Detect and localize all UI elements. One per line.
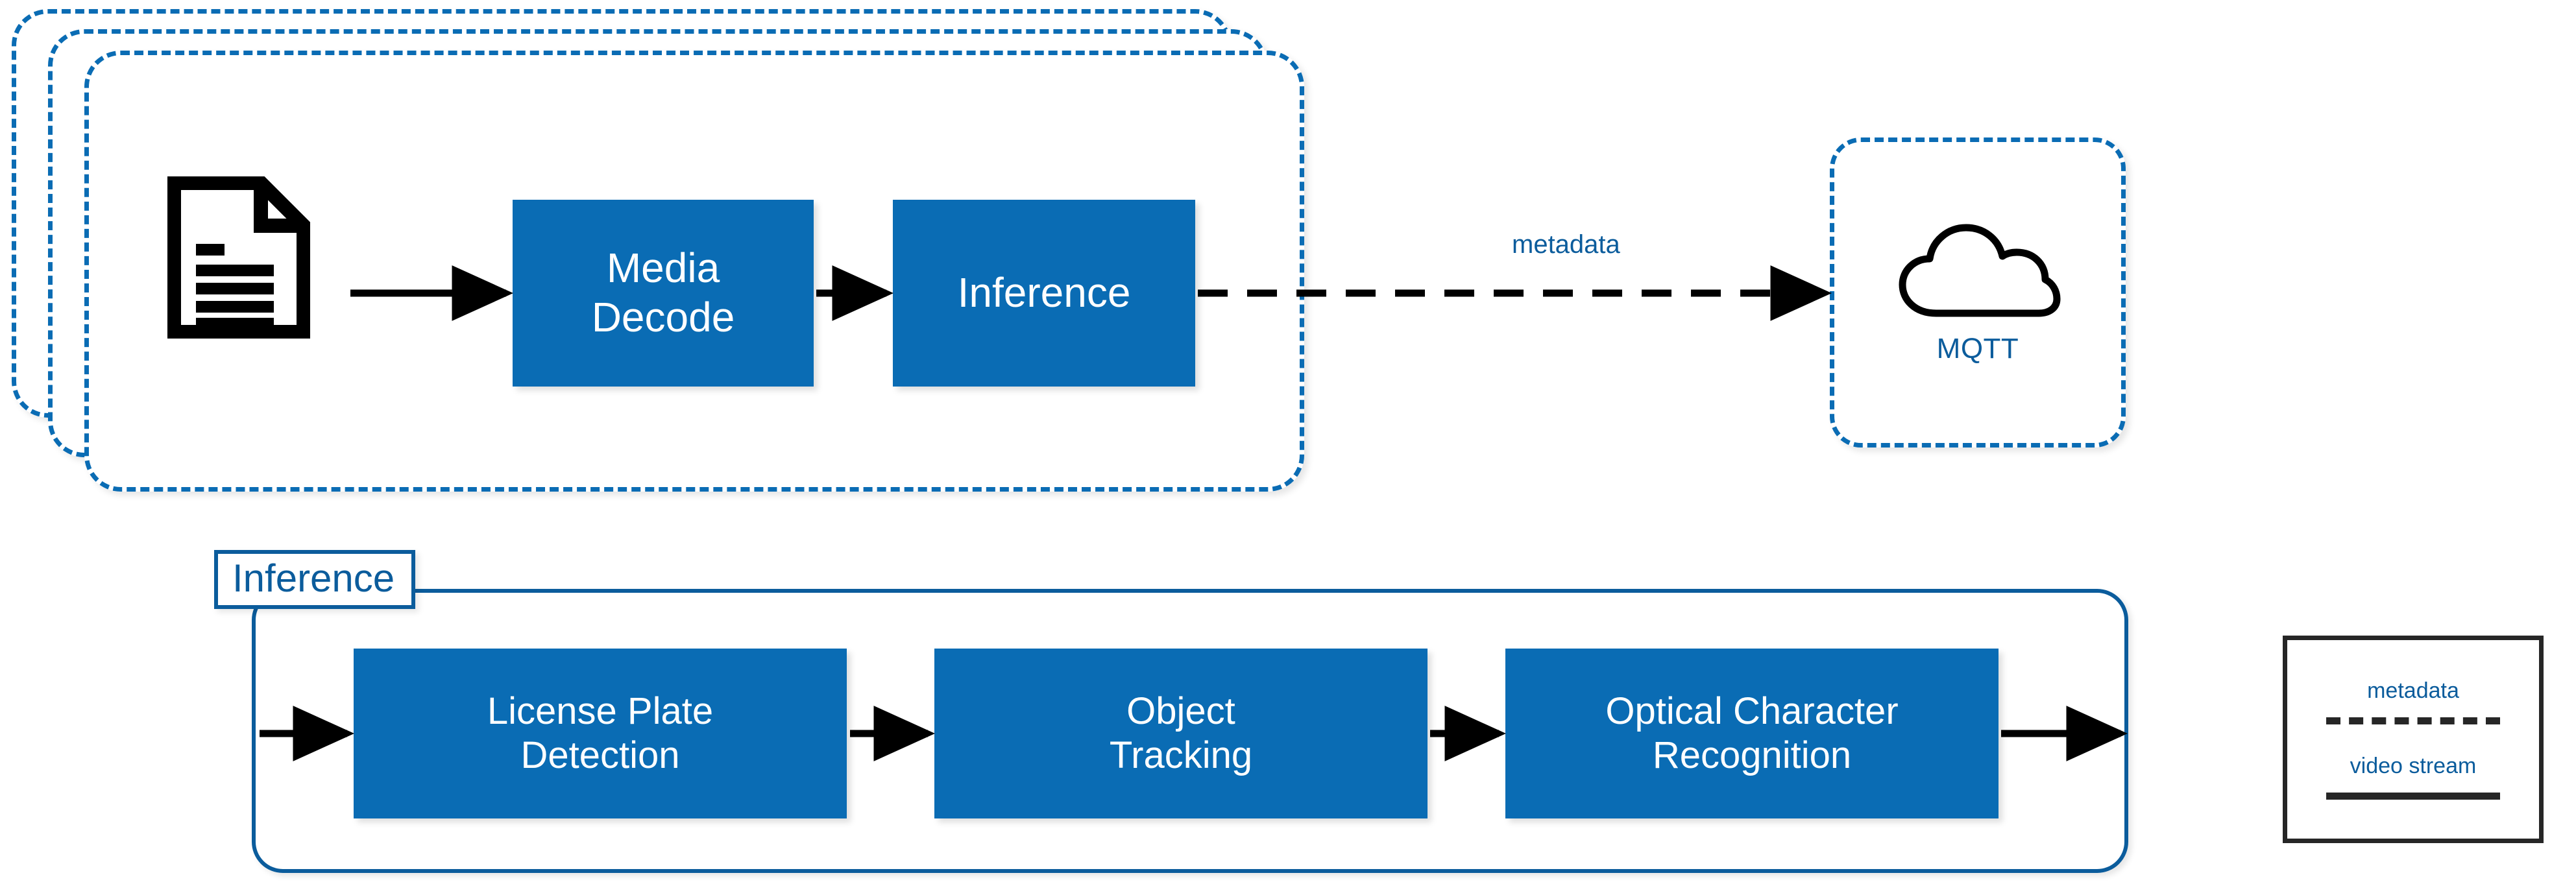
mqtt-destination-card[interactable]: MQTT [1830, 137, 2126, 448]
process-label-line2: Decode [591, 294, 735, 340]
mqtt-label: MQTT [1936, 333, 2019, 364]
stage-label-line2: Tracking [1109, 734, 1253, 776]
process-label-line1: Media [606, 245, 720, 292]
legend: metadata video stream [2283, 636, 2544, 843]
stage-label-line1: Optical Character [1605, 689, 1899, 732]
stage-label-line2: Detection [520, 734, 680, 776]
document-icon [167, 176, 311, 339]
edge-label-metadata: metadata [1512, 230, 1620, 259]
inference-group-label: Inference [214, 550, 416, 609]
stage-label-line2: Recognition [1652, 734, 1852, 776]
process-box-object-tracking[interactable]: Object Tracking [934, 649, 1428, 818]
process-box-license-plate-detection[interactable]: License Plate Detection [354, 649, 847, 818]
stage-label-line1: License Plate [487, 689, 714, 732]
process-box-media-decode[interactable]: Media Decode [513, 200, 814, 387]
legend-label-metadata: metadata [2367, 678, 2459, 703]
process-label-inference: Inference [957, 269, 1131, 316]
legend-label-video-stream: video stream [2350, 754, 2477, 778]
stage-label-line1: Object [1126, 689, 1235, 732]
legend-sample-solid-line [2326, 793, 2500, 800]
process-box-inference[interactable]: Inference [893, 200, 1195, 387]
legend-sample-dashed-line [2326, 717, 2500, 724]
cloud-icon [1893, 220, 2062, 324]
process-box-optical-character-recognition[interactable]: Optical Character Recognition [1505, 649, 1999, 818]
